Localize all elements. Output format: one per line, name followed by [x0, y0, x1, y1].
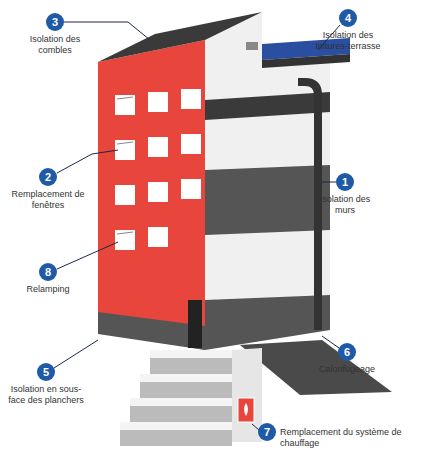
- callout: 2Remplacement de fenêtres: [8, 168, 88, 211]
- callout: 1Isolation des murs: [310, 173, 380, 216]
- callout: 3Isolation des combles: [15, 13, 95, 56]
- front-wall: [98, 40, 205, 350]
- callout-label: Relamping: [8, 284, 88, 295]
- basement-wall: [232, 348, 262, 442]
- roof: [98, 12, 262, 62]
- callout-number: 8: [39, 263, 57, 281]
- callout-number: 2: [39, 168, 57, 186]
- callout-label: Calorifugeage: [307, 364, 387, 375]
- stairs: [120, 350, 232, 446]
- callout-number: 1: [336, 173, 354, 191]
- callout: 7Remplacement du système de chauffage: [258, 423, 420, 449]
- callout-label: Remplacement du système de chauffage: [280, 427, 420, 449]
- ledge: [205, 92, 330, 120]
- windows: [115, 89, 201, 250]
- callout: 4Isolation des toitures-terrasse: [306, 9, 390, 52]
- door: [188, 300, 202, 348]
- pipe: [298, 82, 318, 330]
- callout-number: 5: [37, 363, 55, 381]
- callout: 5Isolation en sous-face des planchers: [3, 363, 89, 406]
- callout-number: 6: [338, 343, 356, 361]
- callout-label: Remplacement de fenêtres: [8, 189, 88, 211]
- callout: 6Calorifugeage: [307, 343, 387, 375]
- shadow: [240, 340, 392, 395]
- callout-label: Isolation des murs: [310, 194, 380, 216]
- leader-lines: [54, 22, 340, 430]
- callout-label: Isolation en sous-face des planchers: [3, 384, 89, 406]
- callout-label: Isolation des toitures-terrasse: [306, 30, 390, 52]
- callout-number: 7: [258, 423, 276, 441]
- window-marks: [117, 97, 133, 234]
- flame-icon: [244, 403, 248, 416]
- callout-number: 3: [46, 13, 64, 31]
- callout-number: 4: [339, 9, 357, 27]
- heater: [238, 398, 254, 422]
- wall-band: [205, 165, 330, 235]
- terrace-edge: [262, 54, 350, 68]
- wall-band: [205, 295, 330, 350]
- callout-label: Isolation des combles: [15, 34, 95, 56]
- callout: 8Relamping: [8, 263, 88, 295]
- vent: [246, 42, 258, 50]
